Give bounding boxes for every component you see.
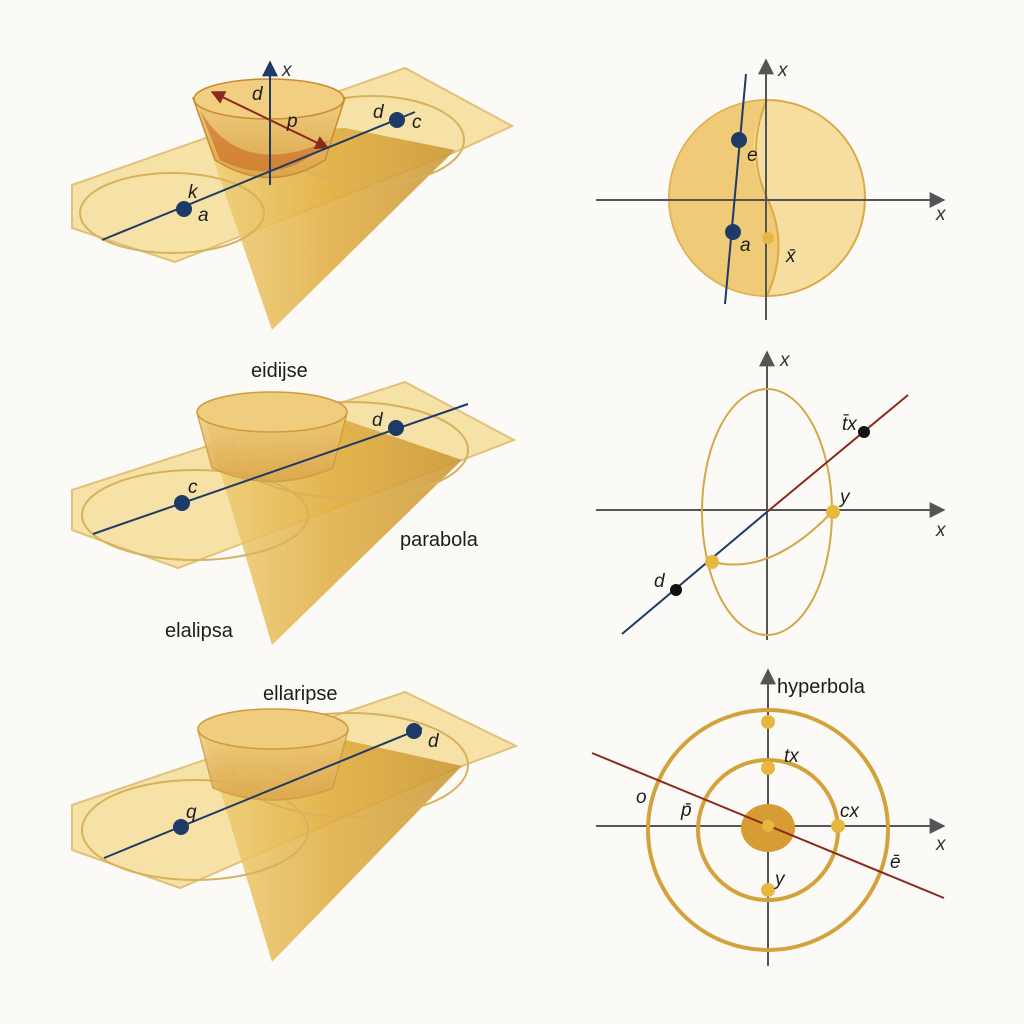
point-a-2d	[725, 224, 741, 240]
label-y: y	[773, 869, 786, 890]
panel-3-title: ellaripse	[263, 683, 337, 705]
panel-3-2d: hyperbola x tx o p̄ cx y ē	[591, 668, 947, 966]
point-y	[826, 505, 840, 519]
label-c: c	[412, 112, 422, 133]
x-axis-right-label: x	[935, 834, 947, 855]
axis-line	[101, 111, 416, 241]
x-axis-right-label: x	[935, 204, 947, 225]
point-d	[406, 723, 422, 739]
point-top-outer	[761, 715, 775, 729]
ellipse-left	[81, 779, 309, 881]
axis-line	[92, 403, 469, 535]
panel-2-3d: eidijse d c parabola elalipsa	[71, 360, 517, 645]
label-q: q	[186, 802, 197, 823]
label-p: p̄	[680, 800, 692, 821]
label-k: k	[188, 182, 199, 203]
label-theta: ē	[890, 852, 901, 873]
panel-3-3d: ellaripse d q	[71, 683, 519, 962]
point-gold-left	[705, 555, 719, 569]
secant-line	[724, 73, 747, 305]
point-c	[389, 112, 405, 128]
point-tx	[858, 426, 870, 438]
parabola-slice	[200, 110, 330, 172]
label-d: d	[252, 84, 264, 105]
point-d	[388, 420, 404, 436]
label-o: o	[636, 787, 647, 808]
label-d: d	[428, 731, 440, 752]
point-center	[762, 820, 774, 832]
x-axis-label: x	[281, 60, 293, 81]
point-d	[670, 584, 682, 596]
point-cx	[831, 819, 845, 833]
label-parabola: parabola	[400, 529, 479, 551]
x-axis-top-label: x	[779, 350, 791, 371]
cone-body	[205, 128, 455, 330]
label-xbar: x̄	[785, 246, 797, 267]
label-d2: d	[373, 102, 385, 123]
point-c	[174, 495, 190, 511]
cup-rim	[197, 708, 349, 750]
label-tx: tx	[784, 746, 800, 767]
ellipse-left	[81, 469, 309, 561]
point-tx	[761, 761, 775, 775]
point-bottom-inner	[761, 883, 775, 897]
lens-shade	[669, 100, 779, 296]
label-a-2d: a	[740, 235, 751, 256]
label-tx: t̄x	[842, 414, 858, 435]
panel-1-2d: x x e a x̄	[596, 58, 947, 320]
panel-3-2d-title: hyperbola	[777, 676, 866, 698]
panel-1-3d: x d p d c k a	[71, 60, 515, 330]
outer-ring	[646, 708, 890, 952]
ellipse-left	[79, 172, 265, 254]
axis-line	[103, 727, 423, 859]
label-y: y	[838, 487, 851, 508]
panel-2-2d: x x t̄x y d	[596, 350, 947, 640]
inner-arc	[705, 511, 833, 566]
x-axis-right-label: x	[935, 520, 947, 541]
point-a	[176, 201, 192, 217]
diameter-arrow	[210, 91, 330, 149]
panel-2-title: eidijse	[251, 360, 308, 382]
label-d: d	[372, 410, 384, 431]
label-elalipsa: elalipsa	[165, 620, 234, 642]
cup-rim	[196, 391, 348, 433]
label-c: c	[188, 477, 198, 498]
label-cx: cx	[840, 801, 861, 822]
label-a: a	[198, 205, 209, 226]
label-d: d	[654, 571, 666, 592]
point-e	[731, 132, 747, 148]
x-axis-top-label: x	[777, 60, 789, 81]
point-xbar	[762, 232, 774, 244]
label-p: p	[286, 111, 298, 132]
line-red	[766, 394, 909, 513]
line-navy	[621, 511, 768, 635]
label-e: e	[747, 145, 758, 166]
point-q	[173, 819, 189, 835]
